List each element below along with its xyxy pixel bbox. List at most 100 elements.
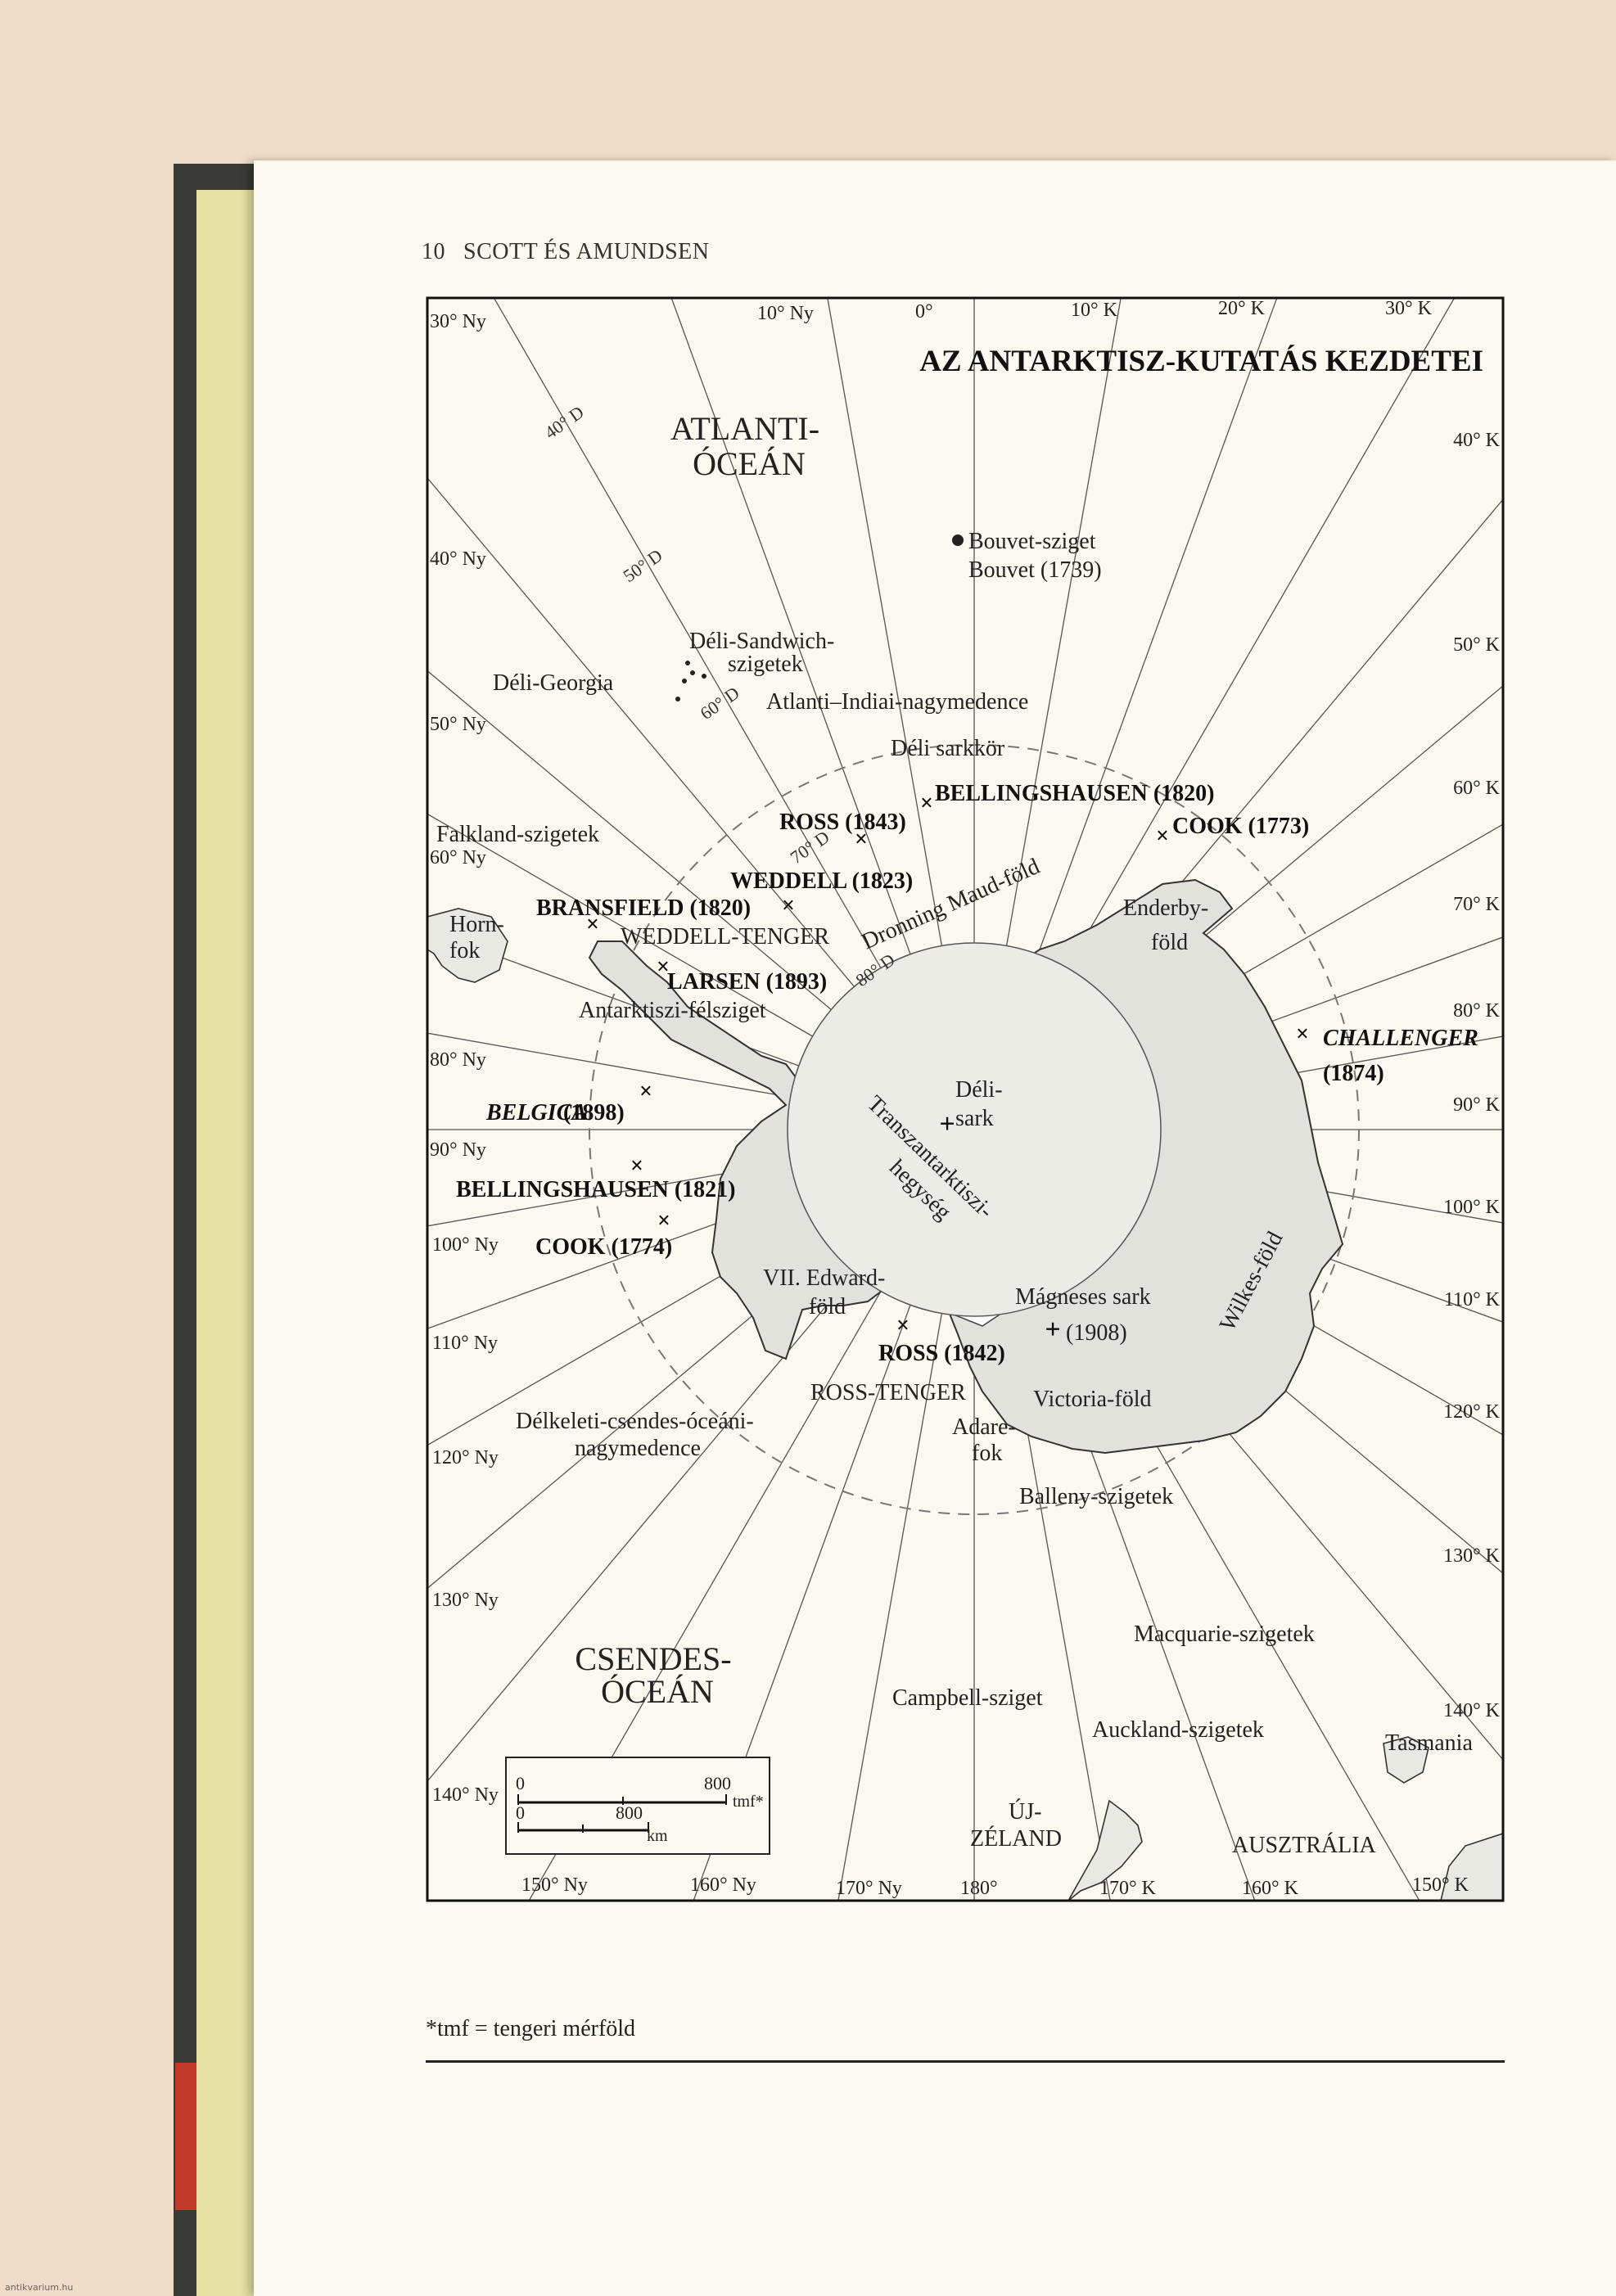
svg-text:0°: 0°: [915, 301, 933, 323]
svg-text:×: ×: [657, 954, 670, 980]
meridian-line: [427, 813, 813, 1037]
svg-text:Déli sarkkör: Déli sarkkör: [891, 736, 1005, 761]
svg-text:110° K: 110° K: [1444, 1289, 1501, 1310]
svg-text:Adare-: Adare-: [952, 1414, 1016, 1440]
footnote: *tmf = tengeri mérföld: [426, 2016, 636, 2041]
south-sandwich-dots: [675, 661, 706, 701]
svg-text:ROSS (1842): ROSS (1842): [878, 1341, 1005, 1366]
svg-text:ROSS (1843): ROSS (1843): [779, 810, 906, 835]
svg-text:×: ×: [920, 791, 933, 816]
meridian-line: [493, 298, 882, 968]
map-title: AZ ANTARKTISZ-KUTATÁS KEZDETEI: [919, 344, 1483, 378]
pole-markers: + +: [939, 1109, 1060, 1345]
svg-text:90° Ny: 90° Ny: [430, 1139, 486, 1161]
svg-text:170° Ny: 170° Ny: [836, 1878, 902, 1899]
watermark: antikvarium.hu: [5, 2282, 74, 2293]
svg-text:80° K: 80° K: [1453, 1000, 1501, 1022]
svg-text:fok: fok: [972, 1441, 1002, 1466]
svg-text:WEDDELL (1823): WEDDELL (1823): [730, 868, 913, 894]
svg-text:ÚJ-: ÚJ-: [1009, 1799, 1041, 1825]
svg-text:30° Ny: 30° Ny: [430, 311, 486, 332]
meridian-line: [1149, 936, 1503, 1067]
running-title: SCOTT ÉS AMUNDSEN: [463, 239, 710, 264]
meridian-line: [670, 298, 911, 954]
svg-text:100° K: 100° K: [1443, 1197, 1501, 1218]
map-frame: [426, 296, 1505, 1902]
svg-text:Déli-: Déli-: [955, 1077, 1003, 1103]
svg-text:AUSZTRÁLIA: AUSZTRÁLIA: [1232, 1833, 1377, 1858]
svg-text:szigetek: szigetek: [728, 652, 803, 677]
svg-text:+: +: [939, 1109, 955, 1139]
svg-text:Bouvet (1739): Bouvet (1739): [968, 557, 1102, 583]
svg-text:40° D: 40° D: [541, 402, 588, 443]
svg-text:150° Ny: 150° Ny: [521, 1874, 588, 1896]
svg-text:Falkland-szigetek: Falkland-szigetek: [436, 822, 599, 847]
svg-text:Auckland-szigetek: Auckland-szigetek: [1092, 1717, 1264, 1743]
svg-text:BELLINGSHAUSEN (1821): BELLINGSHAUSEN (1821): [456, 1177, 736, 1202]
svg-text:Macquarie-szigetek: Macquarie-szigetek: [1134, 1622, 1315, 1647]
left-longitude-labels: 40° Ny 50° Ny 60° Ny 80° Ny 90° Ny 100° …: [430, 548, 499, 1806]
svg-text:×: ×: [1296, 1022, 1309, 1047]
svg-text:km: km: [647, 1827, 668, 1845]
svg-text:Atlanti–Indiai-nagymedence: Atlanti–Indiai-nagymedence: [766, 689, 1028, 715]
bottom-rule: [426, 2060, 1505, 2063]
svg-text:BELLINGSHAUSEN (1820): BELLINGSHAUSEN (1820): [935, 781, 1215, 806]
meridian-line: [1094, 498, 1503, 987]
svg-text:180°: 180°: [960, 1878, 998, 1899]
svg-text:0: 0: [516, 1773, 525, 1793]
svg-text:CHALLENGER: CHALLENGER: [1323, 1026, 1478, 1051]
page-number: 10: [422, 239, 445, 264]
svg-text:×: ×: [1156, 823, 1169, 849]
expedition-labels: BELLINGSHAUSEN (1820) ROSS (1843) COOK (…: [456, 781, 1478, 1366]
svg-text:Délkeleti-csendes-óceáni-: Délkeleti-csendes-óceáni-: [516, 1409, 754, 1434]
magneses-sark-year: (1908): [1066, 1320, 1127, 1346]
svg-text:ZÉLAND: ZÉLAND: [970, 1826, 1062, 1852]
svg-text:60° K: 60° K: [1453, 778, 1501, 799]
top-longitude-labels: 30° Ny 10° Ny 0° 10° K 20° K 30° K: [430, 298, 1433, 332]
meridian-line: [1158, 1035, 1503, 1098]
svg-text:120° K: 120° K: [1443, 1401, 1501, 1423]
svg-text:Enderby-: Enderby-: [1123, 895, 1208, 921]
svg-text:Victoria-föld: Victoria-föld: [1033, 1387, 1151, 1412]
meridian-line: [1037, 298, 1278, 954]
svg-text:VII. Edward-: VII. Edward-: [763, 1265, 885, 1291]
svg-text:Horn-: Horn-: [449, 912, 504, 937]
svg-text:60° Ny: 60° Ny: [430, 847, 486, 868]
meridian-line: [1135, 823, 1503, 1037]
meridian-line: [427, 1222, 813, 1446]
svg-text:30° K: 30° K: [1385, 298, 1433, 319]
svg-text:110° Ny: 110° Ny: [432, 1333, 498, 1354]
svg-text:10° Ny: 10° Ny: [757, 303, 814, 324]
svg-text:COOK (1773): COOK (1773): [1172, 814, 1309, 839]
svg-text:(1874): (1874): [1323, 1061, 1384, 1086]
svg-text:80° Ny: 80° Ny: [430, 1049, 486, 1071]
svg-text:tmf*: tmf*: [733, 1793, 764, 1811]
expedition-markers: × × × × × × × × × × ×: [586, 791, 1309, 1338]
svg-text:×: ×: [586, 912, 599, 937]
meridian-line: [427, 1249, 832, 1590]
bookmark-stripe: [175, 2063, 196, 2210]
svg-text:Campbell-sziget: Campbell-sziget: [892, 1685, 1043, 1711]
svg-text:Déli-Georgia: Déli-Georgia: [493, 670, 614, 696]
svg-text:×: ×: [782, 893, 795, 918]
svg-text:100° Ny: 100° Ny: [432, 1234, 499, 1256]
svg-text:×: ×: [896, 1313, 910, 1338]
meridian-line: [528, 1291, 882, 1901]
ocean-label-csendes: CSENDES- ÓCEÁN: [575, 1640, 739, 1710]
svg-text:120° Ny: 120° Ny: [432, 1447, 499, 1468]
svg-text:Déli-Sandwich-: Déli-Sandwich-: [689, 629, 834, 654]
svg-text:50° D: 50° D: [620, 545, 666, 586]
meridian-line: [693, 1305, 911, 1901]
meridian-line: [427, 670, 832, 1010]
new-zealand-coast: [1068, 1799, 1143, 1901]
svg-text:Bouvet-sziget: Bouvet-sziget: [968, 529, 1096, 554]
meridian-line: [427, 1161, 791, 1227]
svg-text:800: 800: [616, 1802, 643, 1823]
place-labels: Bouvet-sziget Bouvet (1739) Déli-Sandwic…: [436, 529, 1473, 1858]
ocean-label-atlanti: ATLANTI- ÓCEÁN: [670, 410, 828, 482]
svg-text:70° K: 70° K: [1453, 894, 1501, 915]
svg-text:ROSS-TENGER: ROSS-TENGER: [810, 1380, 966, 1405]
svg-text:BELGICA: BELGICA: [485, 1100, 587, 1125]
